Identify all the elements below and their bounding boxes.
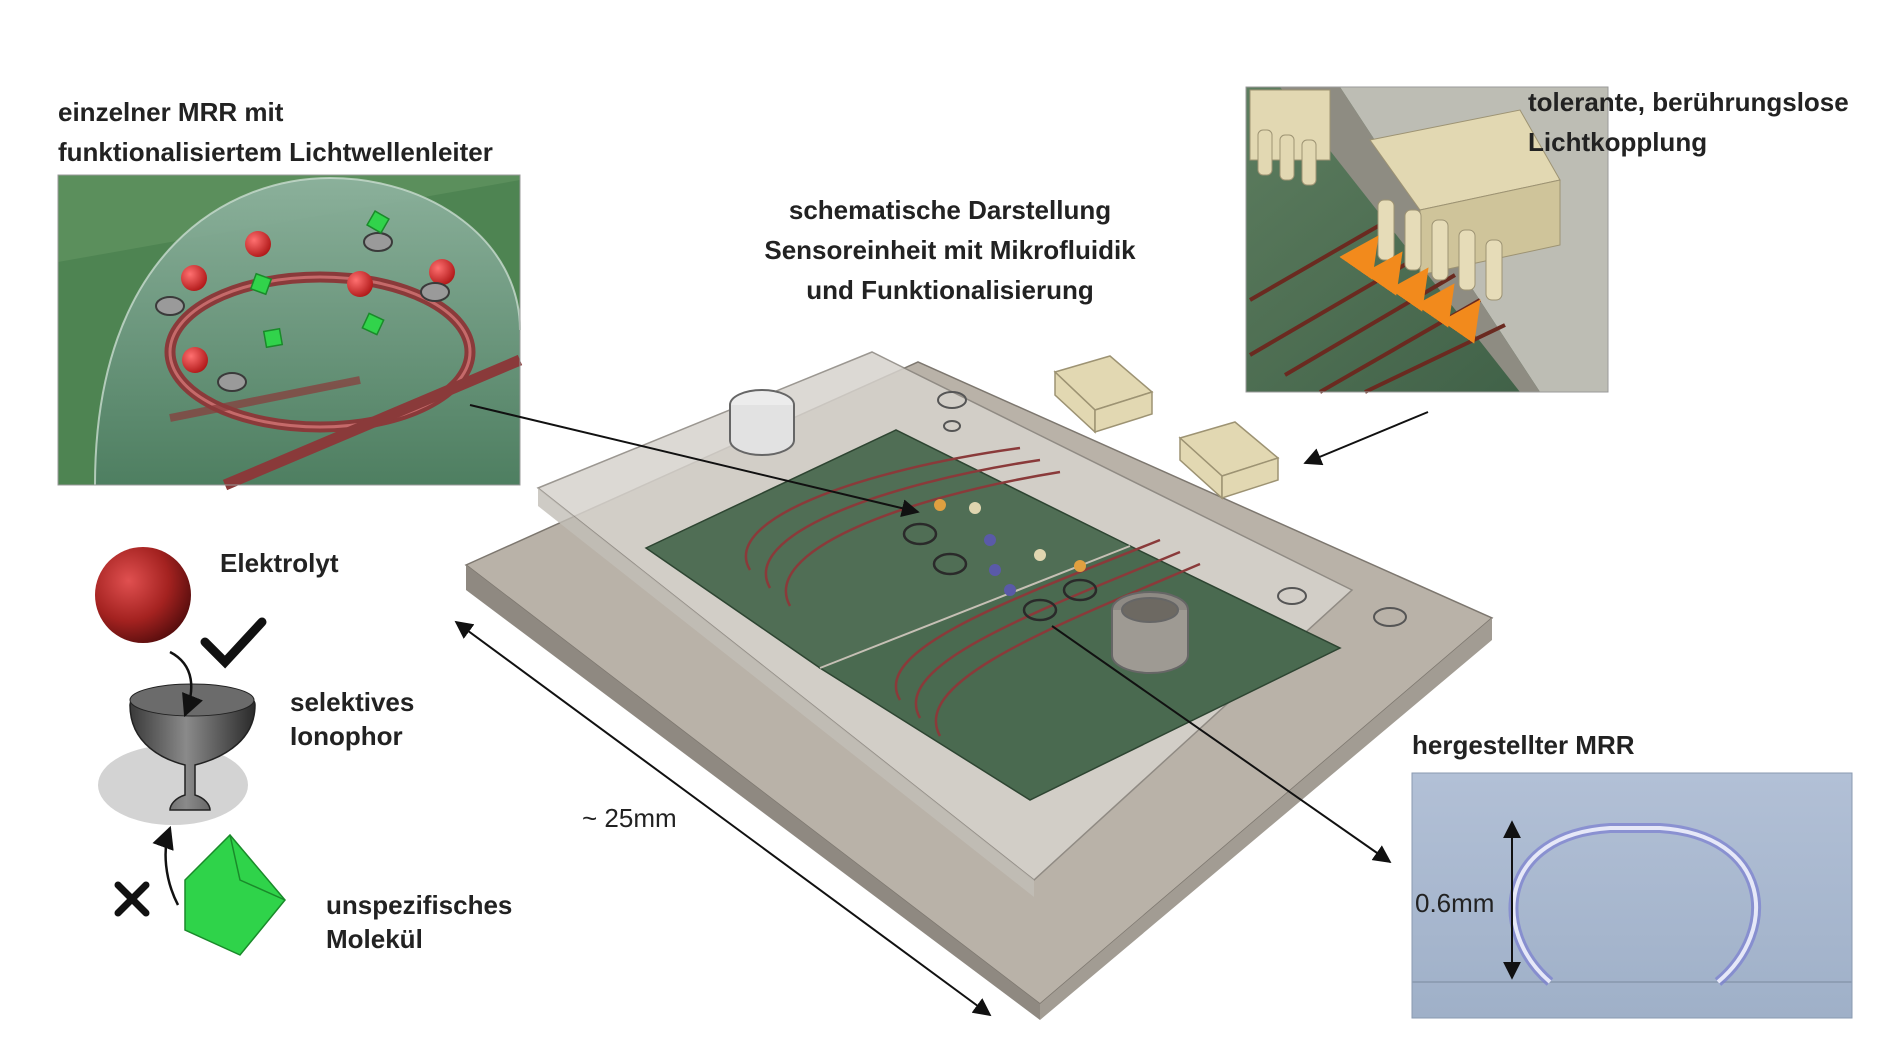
- cross-icon: [114, 881, 150, 917]
- inset-single-mrr: [57, 174, 523, 491]
- inset-light-coupling: [1245, 86, 1609, 394]
- label-electrolyte: Elektrolyt: [220, 543, 339, 583]
- label-schematic-line3: und Funktionalisierung: [806, 275, 1094, 305]
- label-molecule-line1: unspezifisches: [326, 890, 513, 920]
- arrow-icon: [169, 650, 203, 718]
- label-schematic-line2: Sensoreinheit mit Mikrofluidik: [764, 235, 1136, 265]
- check-icon: [200, 617, 267, 669]
- legend-graphics: [95, 547, 286, 956]
- label-fabricated-text: hergestellter MRR: [1412, 730, 1635, 760]
- label-fabricated: hergestellter MRR: [1412, 725, 1635, 765]
- label-ionophore-line1: selektives: [290, 687, 415, 717]
- label-ionophore-line2: Ionophor: [290, 721, 403, 751]
- fabricated-mrr-photo: [1411, 772, 1853, 1019]
- chip-assembly: [464, 351, 1494, 1020]
- label-single-mrr-line2: funktionalisiertem Lichtwellenleiter: [58, 137, 493, 167]
- label-electrolyte-text: Elektrolyt: [220, 548, 339, 578]
- label-molecule: unspezifisches Molekül: [326, 888, 512, 956]
- label-coupling-line1: tolerante, berührungslose: [1528, 87, 1849, 117]
- label-ionophore: selektives Ionophor: [290, 685, 414, 753]
- leader-lines: [454, 404, 1429, 1017]
- label-schematic: schematische Darstellung Sensoreinheit m…: [740, 190, 1160, 310]
- label-single-mrr: einzelner MRR mit funktionalisiertem Lic…: [58, 92, 493, 172]
- label-coupling-line2: Lichtkopplung: [1528, 127, 1708, 157]
- label-molecule-line2: Molekül: [326, 924, 423, 954]
- chip-size-dimension: ~ 25mm: [582, 803, 677, 833]
- label-schematic-line1: schematische Darstellung: [788, 195, 1112, 225]
- ring-height-dimension: 0.6mm: [1415, 888, 1495, 918]
- label-single-mrr-line1: einzelner MRR mit: [58, 97, 284, 127]
- electrolyte-sphere: [95, 547, 191, 643]
- label-coupling: tolerante, berührungslose Lichtkopplung: [1528, 82, 1849, 162]
